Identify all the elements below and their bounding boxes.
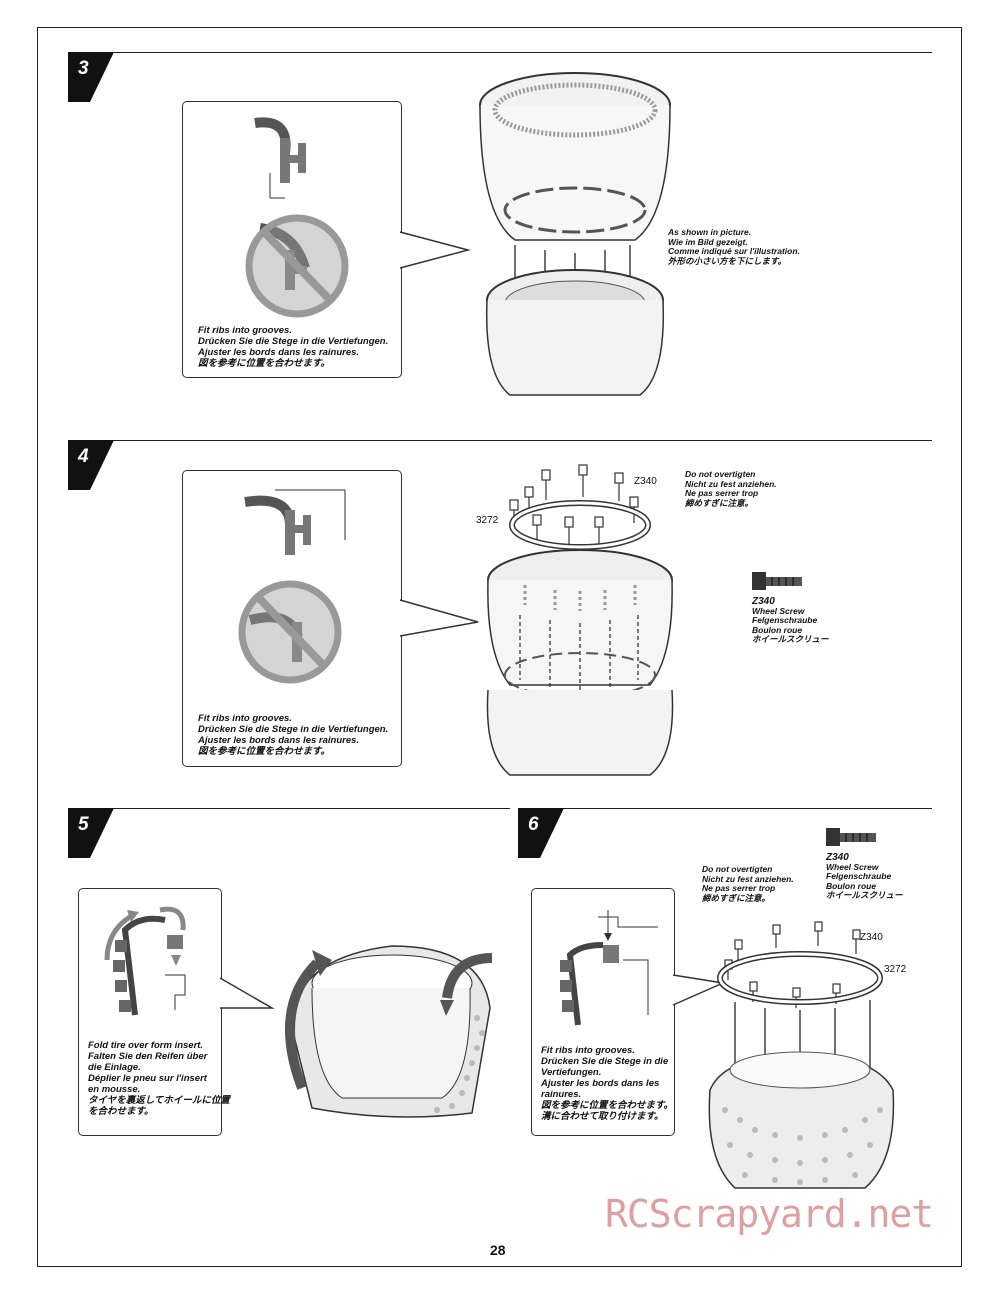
step4-rule [68,440,932,441]
step4-badge [68,440,114,490]
page-frame [37,27,962,1267]
step3-rib-detail-wrong [245,214,349,318]
watermark: RCScrapyard.net [605,1192,934,1236]
step6-number: 6 [528,814,539,835]
step5-number: 5 [78,814,89,835]
step6-badge [518,808,564,858]
step6-callout [531,888,675,1136]
step6-torque-warning: Do not overtigten Nicht zu fest anziehen… [702,864,794,903]
step6-screw-legend: Z340 Wheel Screw Felgenschraube Boulon r… [826,852,903,900]
step4-number: 4 [78,446,89,467]
step4-tire-illustration [486,464,674,776]
step4-screw-legend: Z340 Wheel Screw Felgenschraube Boulon r… [752,596,829,644]
step6-callout-caption: Fit ribs into grooves. Drücken Sie die S… [541,1045,674,1122]
step5-fold-detail [104,906,186,1016]
step3-badge [68,52,114,102]
step6-screw-icon [826,828,876,846]
step4-callout-caption: Fit ribs into grooves. Drücken Sie die S… [198,713,389,757]
step6-rib-detail [560,910,658,1026]
step3-tire-illustration [479,72,671,396]
step6-ring-part-number: 3272 [884,964,907,975]
step3-rule [68,52,932,53]
step5-tire-fold-illustration [285,945,493,1118]
page-number: 28 [490,1242,506,1258]
step4-screw-part-number: Z340 [634,476,657,487]
step4-rib-detail-correct [244,489,346,555]
step3-number: 3 [78,58,89,79]
step6-tire-illustration [708,921,895,1189]
step5-callout-caption: Fold tire over form insert. Falten Sie d… [88,1040,230,1117]
step5-badge [68,808,114,858]
step3-rib-detail-correct [254,117,306,199]
step6-screw-part-number: Z340 [860,932,883,943]
step3-callout-pointer [399,231,471,269]
step4-rib-detail-wrong [238,580,342,684]
step5-rule [68,808,510,809]
step5-callout-pointer [219,977,275,1009]
step3-callout-caption: Fit ribs into grooves. Drücken Sie die S… [198,325,389,369]
step3-callout [182,101,402,378]
step4-torque-warning: Do not overtigten Nicht zu fest anziehen… [685,469,777,508]
step3-orientation-note: As shown in picture. Wie im Bild gezeigt… [668,227,800,266]
step6-rule [518,808,932,809]
step4-screw-icon [752,572,802,590]
step4-callout-pointer [399,599,479,637]
step5-callout [78,888,222,1136]
step4-ring-part-number: 3272 [476,515,499,526]
